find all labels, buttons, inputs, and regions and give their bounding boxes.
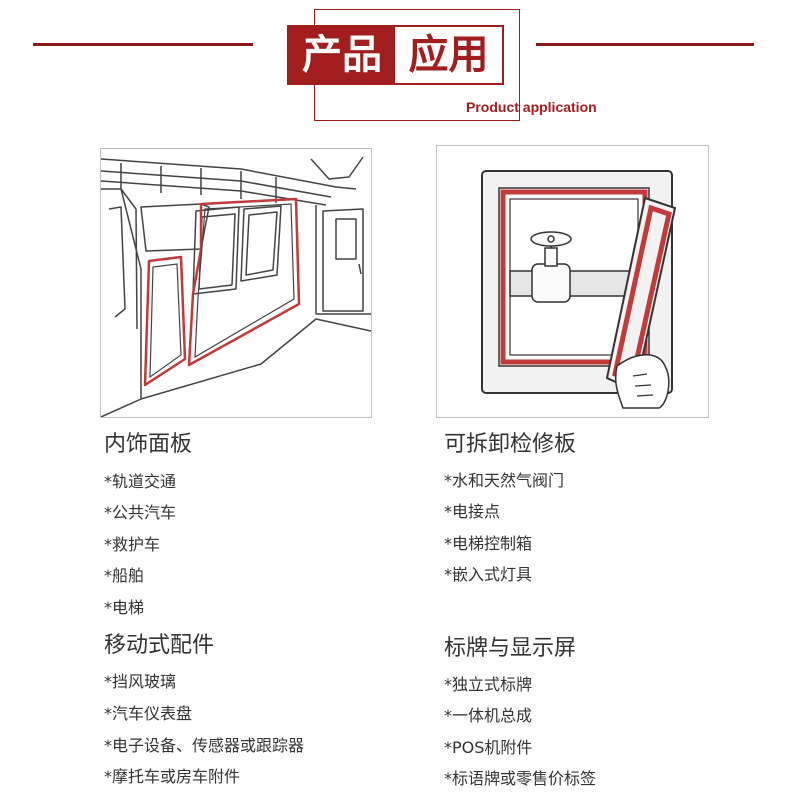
list-item: *电接点 — [444, 502, 501, 521]
list-item: *挡风玻璃 — [104, 672, 177, 691]
list-item: *POS机附件 — [444, 738, 533, 757]
access-panel-drawing — [481, 170, 677, 409]
section-title-signage-displays: 标牌与显示屏 — [444, 636, 577, 661]
list-item: *电子设备、传感器或跟踪器 — [104, 736, 305, 755]
list-item: *独立式标牌 — [444, 675, 533, 694]
list-item: *公共汽车 — [104, 503, 177, 522]
list-item: *标语牌或零售价标签 — [444, 769, 597, 788]
list-item: *水和天然气阀门 — [444, 471, 565, 490]
list-item: *嵌入式灯具 — [444, 565, 533, 584]
header-line-left — [33, 43, 253, 46]
title-part-1: 产品 — [289, 27, 395, 83]
title-part-2: 应用 — [408, 32, 489, 78]
page-title: 产品 应用 — [287, 25, 504, 85]
page-subtitle: Product application — [466, 99, 597, 115]
list-item: *电梯 — [104, 598, 145, 617]
access-panel-illustration — [436, 145, 709, 418]
vehicle-interior-drawing — [100, 156, 372, 418]
section-title-access-panels: 可拆卸检修板 — [444, 432, 577, 457]
section-title-interior-panels: 内饰面板 — [104, 432, 193, 457]
list-item: *轨道交通 — [104, 472, 177, 491]
section-title-mobile-accessories: 移动式配件 — [104, 633, 215, 658]
header-line-right — [536, 43, 754, 46]
list-item: *船舶 — [104, 566, 145, 585]
list-item: *电梯控制箱 — [444, 534, 533, 553]
list-item: *一体机总成 — [444, 706, 533, 725]
list-item: *救护车 — [104, 535, 161, 554]
interior-panel-illustration — [100, 148, 372, 418]
list-item: *摩托车或房车附件 — [104, 767, 241, 786]
list-item: *汽车仪表盘 — [104, 704, 193, 723]
